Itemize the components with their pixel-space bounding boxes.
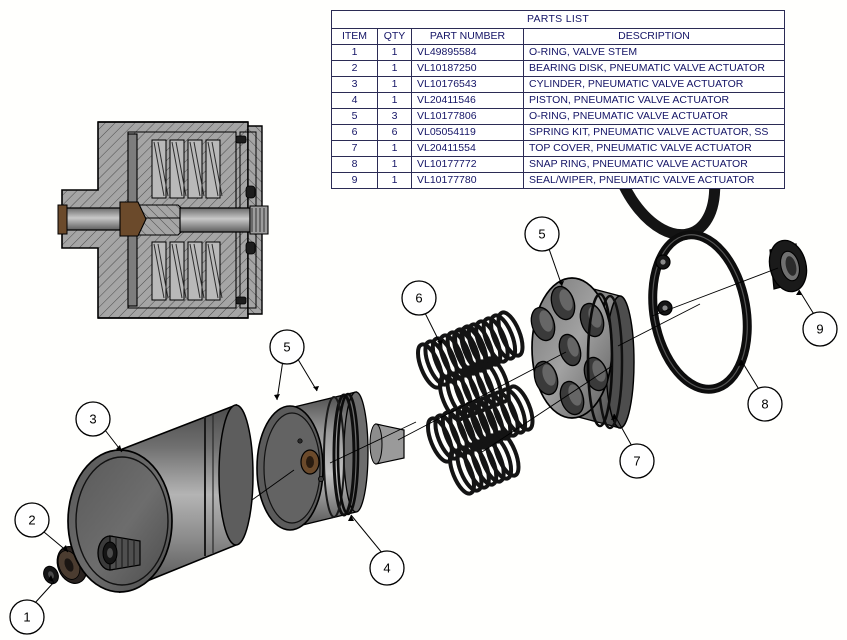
column-header-part-number: PART NUMBER <box>411 28 524 45</box>
balloon-5-piston[interactable]: 5 <box>269 329 305 365</box>
table-row: 8 1 VL10177772 SNAP RING, PNEUMATIC VALV… <box>331 156 786 173</box>
cell-part-number: VL20411546 <box>411 92 524 109</box>
cell-part-number: VL20411554 <box>411 140 524 157</box>
table-row: 5 3 VL10177806 O-RING, PNEUMATIC VALVE A… <box>331 108 786 125</box>
table-row: 9 1 VL10177780 SEAL/WIPER, PNEUMATIC VAL… <box>331 172 786 189</box>
parts-list-body: 1 1 VL49895584 O-RING, VALVE STEM 2 1 VL… <box>331 44 786 189</box>
cell-qty: 6 <box>377 124 412 141</box>
parts-list-table: PARTS LIST ITEM QTY PART NUMBER DESCRIPT… <box>330 10 786 189</box>
cell-qty: 1 <box>377 76 412 93</box>
balloon-7[interactable]: 7 <box>619 443 655 479</box>
cell-part-number: VL10176543 <box>411 76 524 93</box>
spring-kit <box>416 310 535 496</box>
balloon-4-label: 4 <box>383 561 390 576</box>
balloon-8[interactable]: 8 <box>747 386 783 422</box>
cell-qty: 1 <box>377 172 412 189</box>
cell-description: SNAP RING, PNEUMATIC VALVE ACTUATOR <box>522 156 786 173</box>
table-row: 1 1 VL49895584 O-RING, VALVE STEM <box>331 44 786 61</box>
table-row: 3 1 VL10176543 CYLINDER, PNEUMATIC VALVE… <box>331 76 786 93</box>
balloon-9[interactable]: 9 <box>802 311 838 347</box>
cell-part-number: VL10177772 <box>411 156 524 173</box>
o-ring-actuator <box>336 292 614 516</box>
balloon-2-label: 2 <box>28 513 35 528</box>
table-row: 7 1 VL20411554 TOP COVER, PNEUMATIC VALV… <box>331 140 786 157</box>
top-cover <box>530 277 635 430</box>
balloon-3[interactable]: 3 <box>75 401 111 437</box>
parts-list-header-row: ITEM QTY PART NUMBER DESCRIPTION <box>331 28 786 45</box>
table-row: 4 1 VL20411546 PISTON, PNEUMATIC VALVE A… <box>331 92 786 109</box>
cell-item: 7 <box>331 140 378 157</box>
balloon-2[interactable]: 2 <box>14 502 50 538</box>
cell-qty: 1 <box>377 44 412 61</box>
cell-qty: 1 <box>377 140 412 157</box>
cell-part-number: VL10177806 <box>411 108 524 125</box>
cell-item: 3 <box>331 76 378 93</box>
column-header-description: DESCRIPTION <box>522 28 786 45</box>
table-row: 6 6 VL05054119 SPRING KIT, PNEUMATIC VAL… <box>331 124 786 141</box>
balloon-4[interactable]: 4 <box>369 550 405 586</box>
cell-description: SEAL/WIPER, PNEUMATIC VALVE ACTUATOR <box>522 172 786 189</box>
cell-description: PISTON, PNEUMATIC VALVE ACTUATOR <box>522 92 786 109</box>
balloon-1-label: 1 <box>23 610 30 625</box>
balloon-5a-label: 5 <box>283 340 290 355</box>
cell-part-number: VL49895584 <box>411 44 524 61</box>
cell-qty: 3 <box>377 108 412 125</box>
section-view-actuator <box>57 121 269 319</box>
cell-part-number: VL10177780 <box>411 172 524 189</box>
balloon-7-label: 7 <box>633 454 640 469</box>
cell-description: SPRING KIT, PNEUMATIC VALVE ACTUATOR, SS <box>522 124 786 141</box>
leader-arrowheads <box>48 281 802 582</box>
cell-description: O-RING, VALVE STEM <box>522 44 786 61</box>
cell-item: 5 <box>331 108 378 125</box>
cell-description: TOP COVER, PNEUMATIC VALVE ACTUATOR <box>522 140 786 157</box>
balloon-6[interactable]: 6 <box>401 280 437 316</box>
column-header-item: ITEM <box>331 28 378 45</box>
seal-wiper <box>768 239 808 293</box>
piston <box>256 391 405 531</box>
cell-qty: 1 <box>377 60 412 77</box>
table-row: 2 1 VL10187250 BEARING DISK, PNEUMATIC V… <box>331 60 786 77</box>
balloon-5-cover[interactable]: 5 <box>524 216 560 252</box>
cell-item: 9 <box>331 172 378 189</box>
assembly-axis-lines <box>251 267 779 501</box>
cylinder-body <box>67 403 254 594</box>
balloon-leader-lines <box>33 245 816 605</box>
parts-list-title-row: PARTS LIST <box>330 10 786 29</box>
cell-part-number: VL10187250 <box>411 60 524 77</box>
balloon-9-label: 9 <box>816 322 823 337</box>
balloon-8-label: 8 <box>761 397 768 412</box>
cell-qty: 1 <box>377 92 412 109</box>
cell-item: 4 <box>331 92 378 109</box>
cell-part-number: VL05054119 <box>411 124 524 141</box>
parts-list-title: PARTS LIST <box>330 10 786 29</box>
column-header-qty: QTY <box>377 28 412 45</box>
cell-description: O-RING, PNEUMATIC VALVE ACTUATOR <box>522 108 786 125</box>
cell-item: 8 <box>331 156 378 173</box>
balloon-3-label: 3 <box>89 412 96 427</box>
balloon-6-label: 6 <box>415 291 422 306</box>
cell-qty: 1 <box>377 156 412 173</box>
balloon-5b-label: 5 <box>538 227 545 242</box>
cell-description: CYLINDER, PNEUMATIC VALVE ACTUATOR <box>522 76 786 93</box>
cell-item: 1 <box>331 44 378 61</box>
cell-item: 2 <box>331 60 378 77</box>
cell-item: 6 <box>331 124 378 141</box>
cell-description: BEARING DISK, PNEUMATIC VALVE ACTUATOR <box>522 60 786 77</box>
balloon-1[interactable]: 1 <box>9 599 45 635</box>
